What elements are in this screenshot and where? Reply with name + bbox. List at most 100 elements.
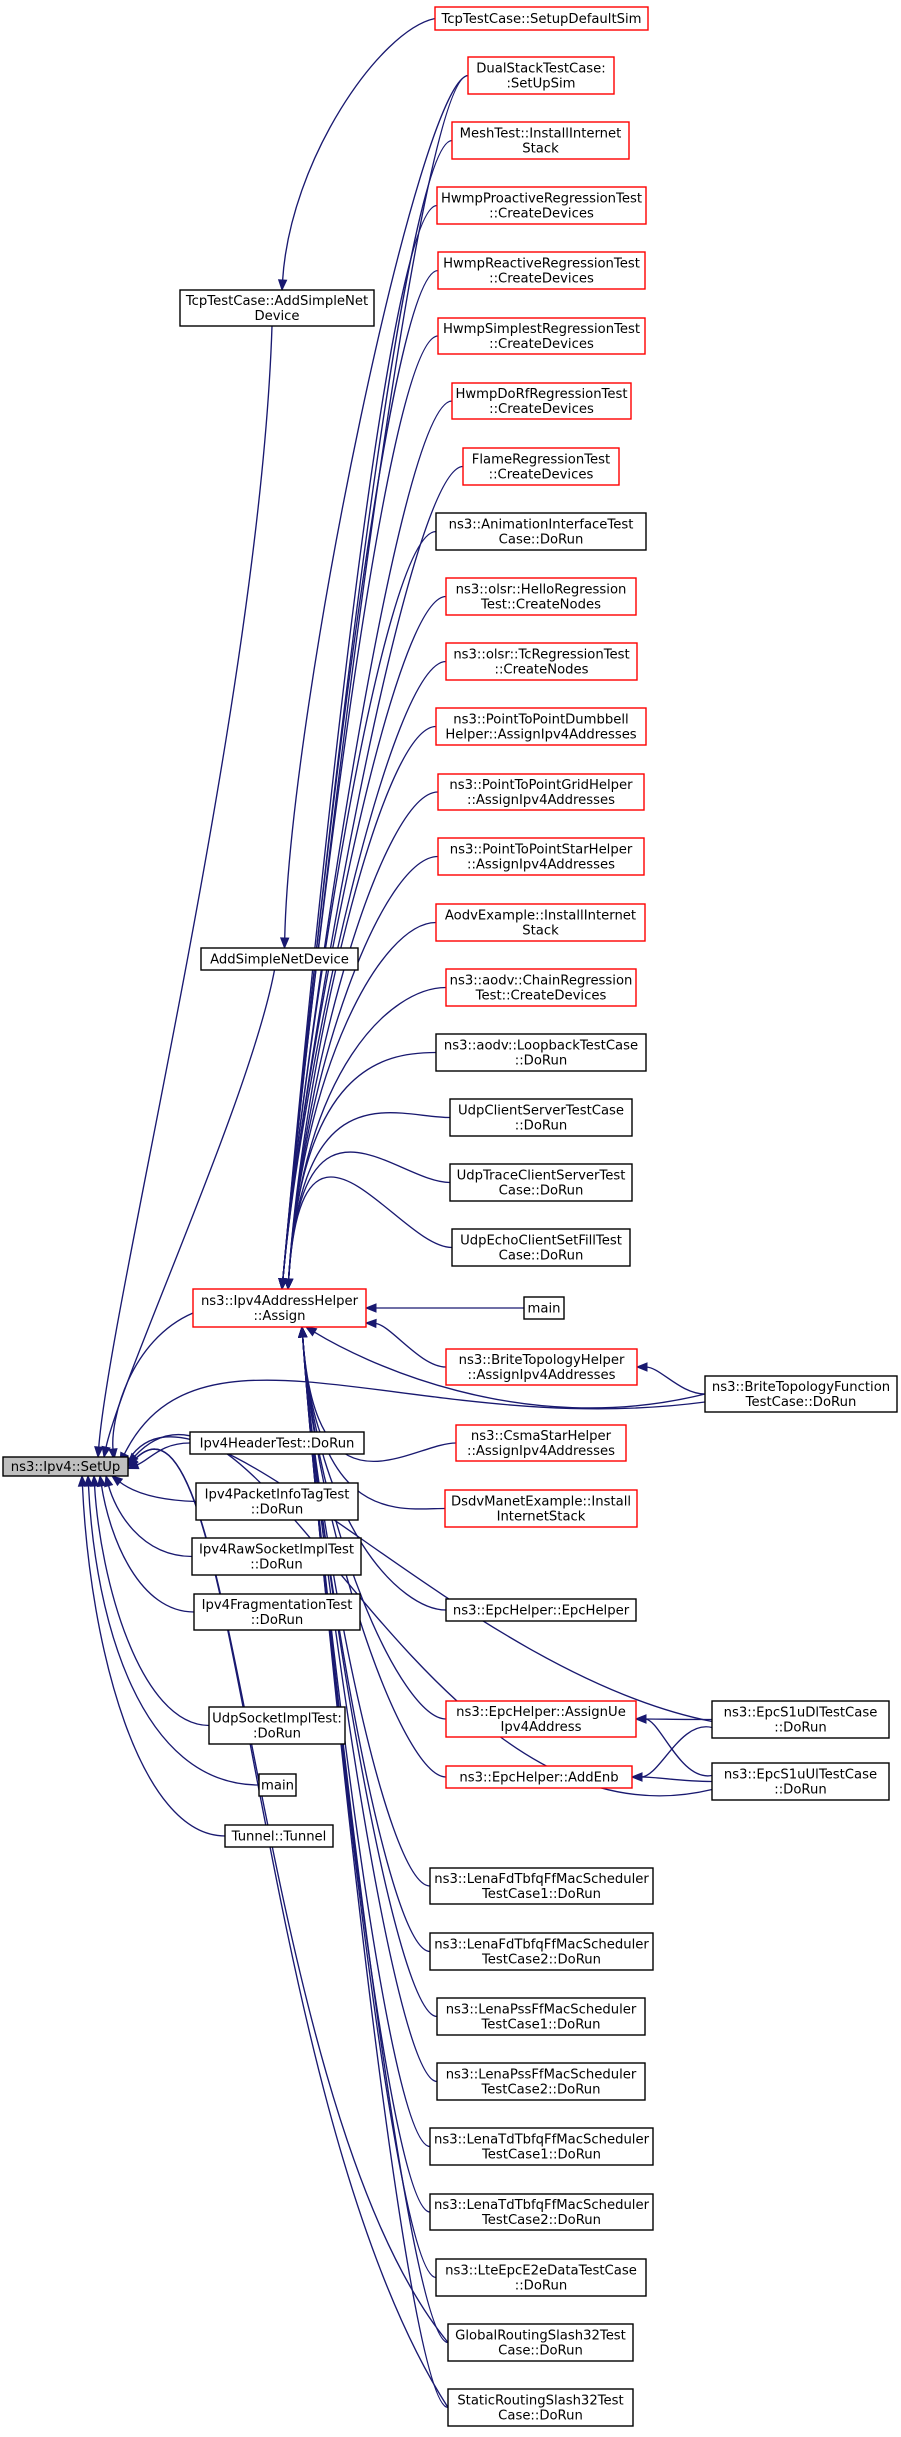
- node-label-line: HwmpReactiveRegressionTest: [443, 257, 640, 272]
- node-lena_pss2[interactable]: ns3::LenaPssFfMacSchedulerTestCase2::DoR…: [436, 2062, 646, 2101]
- node-root[interactable]: ns3::Ipv4::SetUp: [2, 1456, 129, 1477]
- node-label-line: ::CreateDevices: [489, 402, 594, 417]
- node-label-line: main: [261, 1779, 294, 1794]
- edge-main_bottom-to-root: [87, 1484, 260, 1786]
- node-aodv_chain[interactable]: ns3::aodv::ChainRegressionTest::CreateDe…: [445, 968, 637, 1007]
- node-box: [429, 2127, 654, 2166]
- node-main_bottom[interactable]: main: [258, 1773, 297, 1797]
- edge-csma_star-to-assign: [301, 1335, 457, 1462]
- node-dualstack[interactable]: DualStackTestCase::SetUpSim: [467, 56, 615, 95]
- node-tcp_addsimple[interactable]: TcpTestCase::AddSimpleNetDevice: [179, 289, 375, 327]
- node-label-line: TestCase::DoRun: [745, 1395, 857, 1410]
- arrowhead-ipv4rawsocket-to-root: [104, 1474, 114, 1488]
- node-aodv_loopback[interactable]: ns3::aodv::LoopbackTestCase::DoRun: [435, 1033, 647, 1072]
- node-hwmp_dorf[interactable]: HwmpDoRfRegressionTest::CreateDevices: [451, 382, 632, 420]
- node-label-line: ns3::LenaPssFfMacScheduler: [446, 2003, 637, 2018]
- edge-ipv4frag-to-root: [100, 1484, 195, 1613]
- edge-static_routing-to-assign: [301, 1335, 449, 2409]
- node-hwmp_simplest[interactable]: HwmpSimplestRegressionTest::CreateDevice…: [437, 317, 646, 355]
- edge-olsr_tc-to-assign: [282, 660, 447, 1281]
- node-label-line: ns3::aodv::LoopbackTestCase: [444, 1039, 638, 1054]
- node-ipv4packetinfo[interactable]: Ipv4PacketInfoTagTest::DoRun: [195, 1482, 359, 1521]
- node-ipv4frag[interactable]: Ipv4FragmentationTest::DoRun: [193, 1593, 361, 1631]
- arrowhead-brite_helper-to-assign: [364, 1318, 377, 1329]
- node-label-line: ns3::Ipv4AddressHelper: [201, 1294, 359, 1309]
- node-tunnel[interactable]: Tunnel::Tunnel: [224, 1824, 334, 1848]
- node-label-line: GlobalRoutingSlash32Test: [455, 2329, 626, 2344]
- arrowhead-brite_func-to-assign: [304, 1326, 318, 1337]
- node-box: [451, 121, 630, 160]
- node-epc_helper[interactable]: ns3::EpcHelper::EpcHelper: [445, 1598, 637, 1622]
- node-tcp_setup[interactable]: TcpTestCase::SetupDefaultSim: [434, 6, 649, 31]
- node-label-line: MeshTest::InstallInternet: [460, 127, 622, 142]
- node-label-line: Case::DoRun: [499, 1249, 584, 1264]
- node-label-line: ns3::Ipv4::SetUp: [11, 1460, 121, 1475]
- node-main_top[interactable]: main: [523, 1296, 565, 1320]
- node-hwmp_proactive[interactable]: HwmpProactiveRegressionTest::CreateDevic…: [436, 186, 647, 225]
- edge-aodv_example-to-assign: [287, 921, 437, 1281]
- edge-tunnel-to-root: [81, 1484, 226, 1837]
- node-lte_epc[interactable]: ns3::LteEpcE2eDataTestCase::DoRun: [435, 2258, 647, 2297]
- node-flame[interactable]: FlameRegressionTest::CreateDevices: [462, 447, 620, 486]
- arrowhead-static_routing-to-root: [127, 1455, 139, 1468]
- node-lena_fd1[interactable]: ns3::LenaFdTbfqFfMacSchedulerTestCase1::…: [429, 1867, 654, 1905]
- node-lena_td1[interactable]: ns3::LenaTdTbfqFfMacSchedulerTestCase1::…: [429, 2127, 654, 2166]
- node-lena_fd2[interactable]: ns3::LenaFdTbfqFfMacSchedulerTestCase2::…: [429, 1932, 654, 1971]
- node-box: [436, 2062, 646, 2101]
- edge-hwmp_simplest-to-assign: [282, 335, 439, 1281]
- arrowhead-addsimplenetdevice-to-root: [101, 1445, 111, 1459]
- node-olsr_tc[interactable]: ns3::olsr::TcRegressionTest::CreateNodes: [445, 642, 638, 681]
- node-ipv4header[interactable]: Ipv4HeaderTest::DoRun: [189, 1431, 365, 1455]
- node-label-line: InternetStack: [497, 1510, 586, 1525]
- node-p2p_grid[interactable]: ns3::PointToPointGridHelper::AssignIpv4A…: [437, 773, 645, 811]
- node-label-line: ::CreateDevices: [489, 468, 594, 483]
- node-assign[interactable]: ns3::Ipv4AddressHelper::Assign: [192, 1288, 367, 1328]
- edge-ipv4rawsocket-to-root: [107, 1484, 193, 1558]
- arrowhead-udpsocket-to-root: [89, 1474, 100, 1487]
- node-label-line: ::CreateDevices: [489, 337, 594, 352]
- node-olsr_hello[interactable]: ns3::olsr::HelloRegressionTest::CreateNo…: [445, 577, 637, 616]
- edge-aodv_loopback-to-assign: [287, 1051, 437, 1281]
- node-label-line: TestCase2::DoRun: [481, 2213, 601, 2228]
- node-box: [191, 1537, 362, 1576]
- edge-tcp_addsimple-to-root: [98, 325, 273, 1449]
- node-label-line: Stack: [522, 924, 559, 939]
- node-box: [704, 1375, 898, 1413]
- node-label-line: Case::DoRun: [499, 533, 584, 548]
- node-brite_helper[interactable]: ns3::BriteTopologyHelper::AssignIpv4Addr…: [445, 1348, 638, 1386]
- node-ipv4rawsocket[interactable]: Ipv4RawSocketImplTest::DoRun: [191, 1537, 362, 1576]
- node-udpsocket[interactable]: UdpSocketImplTest::DoRun: [208, 1706, 346, 1745]
- node-lena_pss1[interactable]: ns3::LenaPssFfMacSchedulerTestCase1::DoR…: [436, 1997, 646, 2036]
- edge-layer: [77, 17, 713, 2409]
- edge-brite_helper-to-assign: [374, 1322, 447, 1368]
- node-label-line: :DoRun: [253, 1727, 301, 1742]
- node-hwmp_reactive[interactable]: HwmpReactiveRegressionTest::CreateDevice…: [437, 251, 646, 290]
- node-brite_func[interactable]: ns3::BriteTopologyFunctionTestCase::DoRu…: [704, 1375, 898, 1413]
- node-epc_addenb[interactable]: ns3::EpcHelper::AddEnb: [445, 1765, 633, 1789]
- node-addsimplenetdevice[interactable]: AddSimpleNetDevice: [200, 947, 359, 971]
- node-box: [435, 707, 647, 746]
- node-udp_clientserver[interactable]: UdpClientServerTestCase::DoRun: [449, 1098, 633, 1137]
- node-epc_s1u_dl[interactable]: ns3::EpcS1uDlTestCase::DoRun: [711, 1700, 890, 1739]
- node-label-line: ns3::EpcHelper::AssignUe: [456, 1705, 626, 1720]
- node-p2p_star[interactable]: ns3::PointToPointStarHelper::AssignIpv4A…: [437, 837, 645, 876]
- node-label-line: UdpTraceClientServerTest: [457, 1169, 626, 1184]
- node-p2p_dumbbell[interactable]: ns3::PointToPointDumbbellHelper::AssignI…: [435, 707, 647, 746]
- node-label-line: ns3::LenaFdTbfqFfMacScheduler: [434, 1938, 649, 1953]
- node-box: [462, 447, 620, 486]
- node-lena_td2[interactable]: ns3::LenaTdTbfqFfMacSchedulerTestCase2::…: [429, 2193, 654, 2231]
- node-box: [445, 1348, 638, 1386]
- node-box: [434, 6, 649, 31]
- edge-tcp_setup-to-tcp_addsimple: [281, 17, 436, 282]
- node-csma_star[interactable]: ns3::CsmaStarHelper::AssignIpv4Addresses: [455, 1424, 627, 1462]
- node-epc_s1u_ul[interactable]: ns3::EpcS1uUlTestCase::DoRun: [711, 1762, 890, 1801]
